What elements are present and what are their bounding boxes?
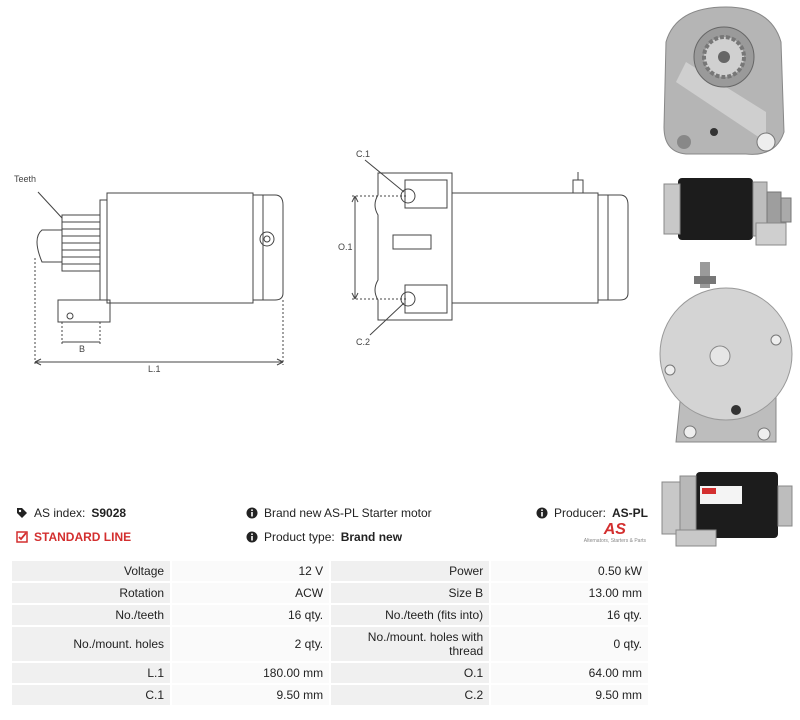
spec-value: 0.50 kW (491, 561, 648, 581)
product-photo-side (663, 178, 792, 246)
product-type-value: Brand new (340, 530, 403, 544)
checkbox-checked-icon (16, 531, 28, 543)
product-type-label: Product type: (264, 530, 335, 544)
spec-value: 0 qty. (491, 627, 648, 661)
logo-tagline: Alternators, Starters & Parts (583, 538, 646, 544)
spec-value: 16 qty. (491, 605, 648, 625)
spec-label: Rotation (12, 583, 171, 603)
product-type: Product type: Brand new (246, 530, 402, 544)
product-photo-labeled (661, 472, 793, 547)
spec-value: 9.50 mm (172, 685, 330, 705)
spec-value: 180.00 mm (172, 663, 330, 683)
spec-label: Size B (331, 583, 490, 603)
spec-value: 64.00 mm (491, 663, 648, 683)
spec-label: L.1 (12, 663, 171, 683)
spec-label: Voltage (12, 561, 171, 581)
front-view-drawing (351, 159, 629, 336)
spec-label: C.1 (12, 685, 171, 705)
spec-value: 2 qty. (172, 627, 330, 661)
label-l1: L.1 (148, 364, 161, 374)
spec-label: Power (331, 561, 490, 581)
info-icon (246, 531, 258, 543)
spec-label: No./teeth (fits into) (331, 605, 490, 625)
label-c2: C.2 (356, 337, 370, 347)
product-info: AS index: S9028 STANDARD LINE Brand new … (14, 500, 650, 556)
spec-value: ACW (172, 583, 330, 603)
description-text: Brand new AS-PL Starter motor (264, 506, 432, 520)
technical-drawings: Teeth B L.1 C.1 O.1 C.2 (14, 149, 629, 374)
info-icon (536, 507, 548, 519)
product-photo-gear-end (663, 6, 785, 155)
producer-value: AS-PL (612, 506, 648, 520)
info-icon (246, 507, 258, 519)
as-index-value: S9028 (91, 506, 127, 520)
label-b: B (79, 344, 85, 354)
label-teeth: Teeth (14, 174, 36, 184)
as-pl-logo: AS Alternators, Starters & Parts (583, 521, 646, 545)
spec-label: O.1 (331, 663, 490, 683)
spec-value: 13.00 mm (491, 583, 648, 603)
product-photo-rear-end (659, 262, 793, 443)
spec-label: C.2 (331, 685, 490, 705)
spec-label: No./teeth (12, 605, 171, 625)
standard-line-badge: STANDARD LINE (16, 530, 131, 544)
spec-value: 16 qty. (172, 605, 330, 625)
spec-label: No./mount. holes with thread (331, 627, 490, 661)
description: Brand new AS-PL Starter motor (246, 506, 432, 520)
label-o1: O.1 (338, 242, 353, 252)
logo-mark: AS (603, 521, 626, 538)
tag-icon (17, 508, 27, 518)
producer-label: Producer: (553, 506, 606, 520)
side-view-drawing (34, 191, 284, 366)
as-index: AS index: S9028 (16, 506, 126, 520)
label-c1: C.1 (356, 149, 370, 159)
producer: Producer: AS-PL (536, 506, 648, 520)
standard-line-text: STANDARD LINE (34, 530, 132, 544)
spec-value: 12 V (172, 561, 330, 581)
spec-value: 9.50 mm (491, 685, 648, 705)
as-index-label: AS index: (34, 506, 86, 520)
spec-label: No./mount. holes (12, 627, 171, 661)
